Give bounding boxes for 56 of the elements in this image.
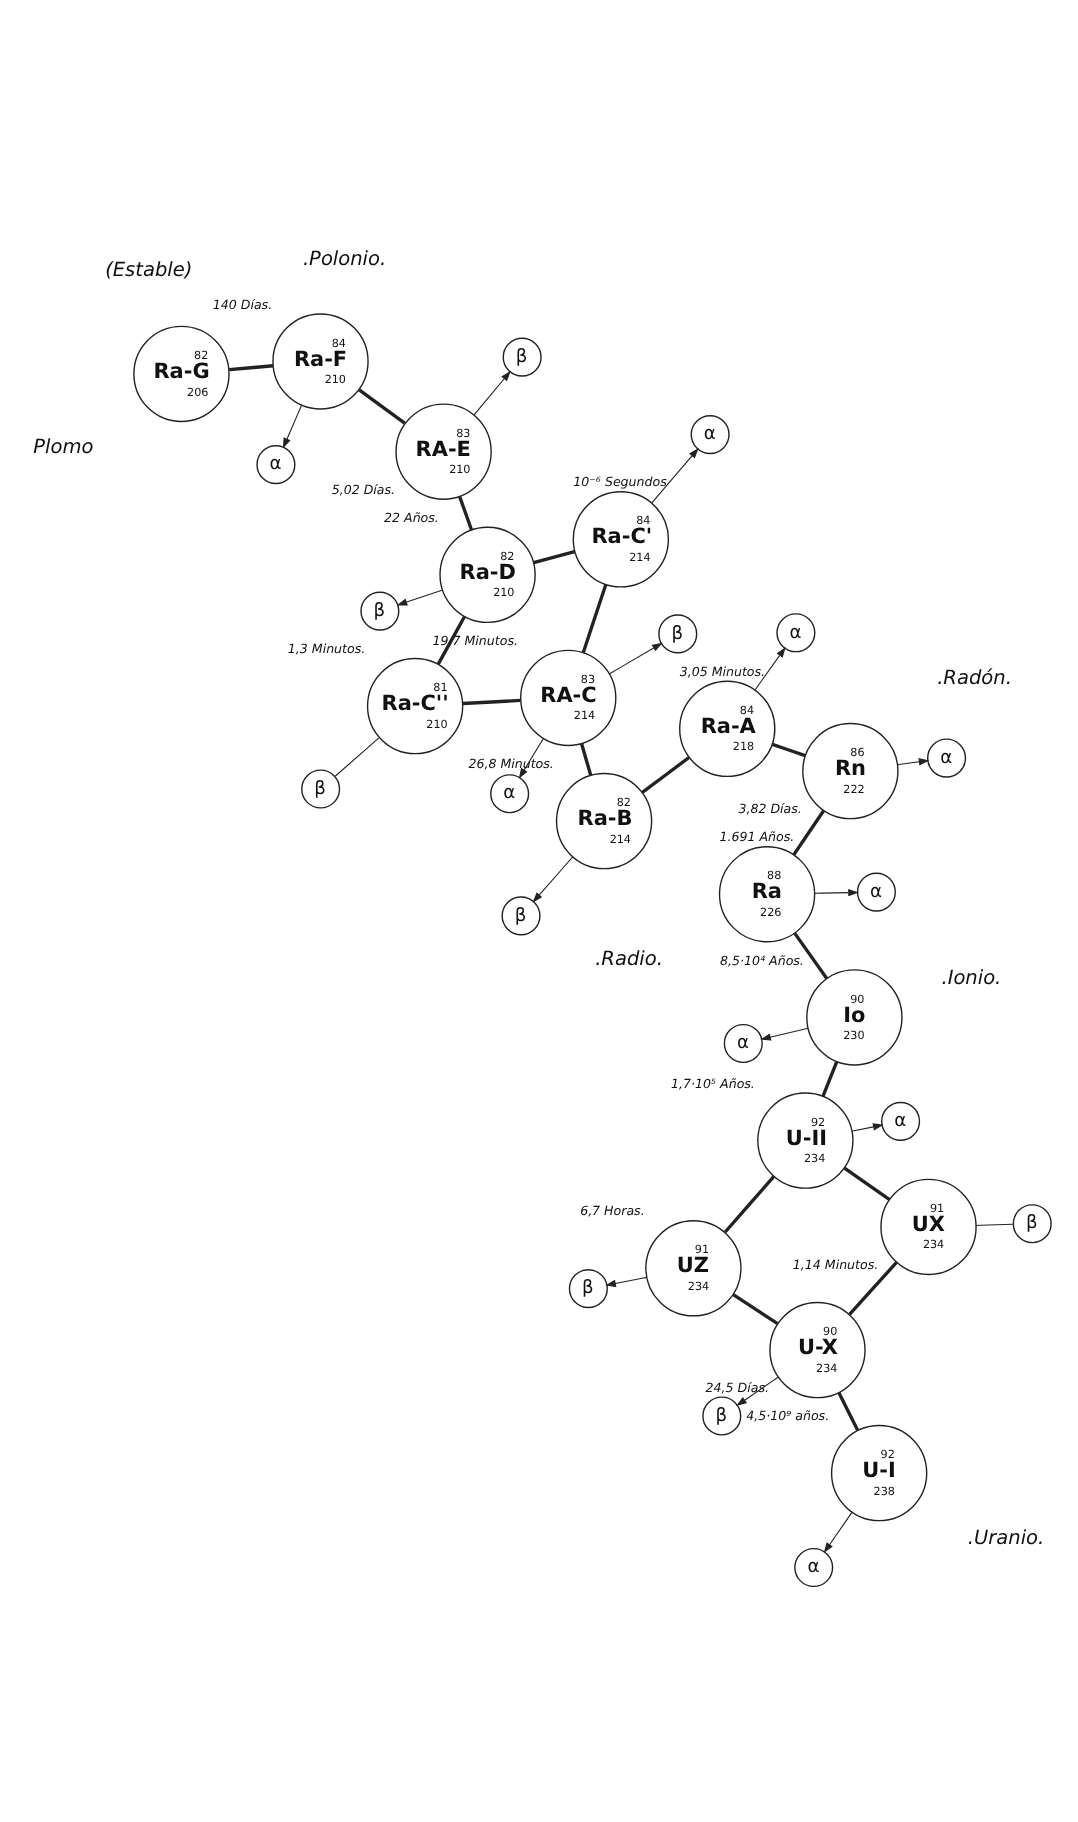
arrow [473, 370, 511, 416]
connector [723, 1175, 776, 1234]
node-circle: α [690, 415, 730, 455]
connector [732, 1293, 779, 1326]
label: .Ionio. [941, 967, 1002, 990]
arrow [532, 856, 574, 903]
node-circle: β [301, 769, 341, 809]
node-circle: α [490, 774, 530, 814]
arrow [605, 1276, 647, 1287]
node-circle: β [502, 337, 542, 377]
connector [821, 1061, 839, 1097]
arrow [282, 404, 303, 449]
arrow [823, 1512, 853, 1554]
arrow [897, 758, 930, 766]
label: .Polonio. [302, 248, 387, 271]
arrow [609, 642, 663, 675]
label: Plomo [33, 436, 94, 459]
node-circle: β [1012, 1204, 1052, 1244]
node-circle: β [568, 1269, 608, 1309]
connector [843, 1166, 891, 1201]
connector [334, 737, 380, 777]
label: (Estable) [105, 259, 193, 282]
arrow [651, 447, 699, 504]
label: .Uranio. [967, 1528, 1045, 1551]
node-circle: β [360, 591, 400, 631]
connector [533, 550, 576, 565]
connector [581, 584, 608, 653]
node-circle: β [702, 1396, 742, 1436]
connector [458, 496, 474, 531]
node-circle: α [776, 613, 816, 653]
arrow [814, 888, 859, 897]
connector [793, 932, 829, 980]
connector [848, 1261, 898, 1316]
node-circle: β [501, 896, 541, 936]
node-circle: α [856, 872, 896, 912]
node-circle: α [794, 1547, 834, 1588]
arrow [851, 1123, 884, 1132]
connector [358, 388, 406, 425]
arrow [760, 1027, 809, 1041]
arrow [396, 589, 443, 606]
connector [229, 364, 274, 372]
node-circle: α [256, 445, 296, 485]
label: .Radio. [595, 948, 663, 971]
arrow [754, 646, 786, 691]
connector [462, 698, 521, 706]
node-circle: α [881, 1101, 921, 1141]
node-circle: α [723, 1023, 763, 1064]
connector [641, 756, 690, 794]
connector [975, 1223, 1014, 1226]
connector [792, 809, 825, 856]
label: .Radón. [937, 667, 1012, 690]
node-circle: α [927, 738, 967, 778]
connector [580, 743, 593, 776]
connector [771, 742, 806, 758]
connector [837, 1392, 860, 1431]
node-circle: β [658, 614, 698, 654]
